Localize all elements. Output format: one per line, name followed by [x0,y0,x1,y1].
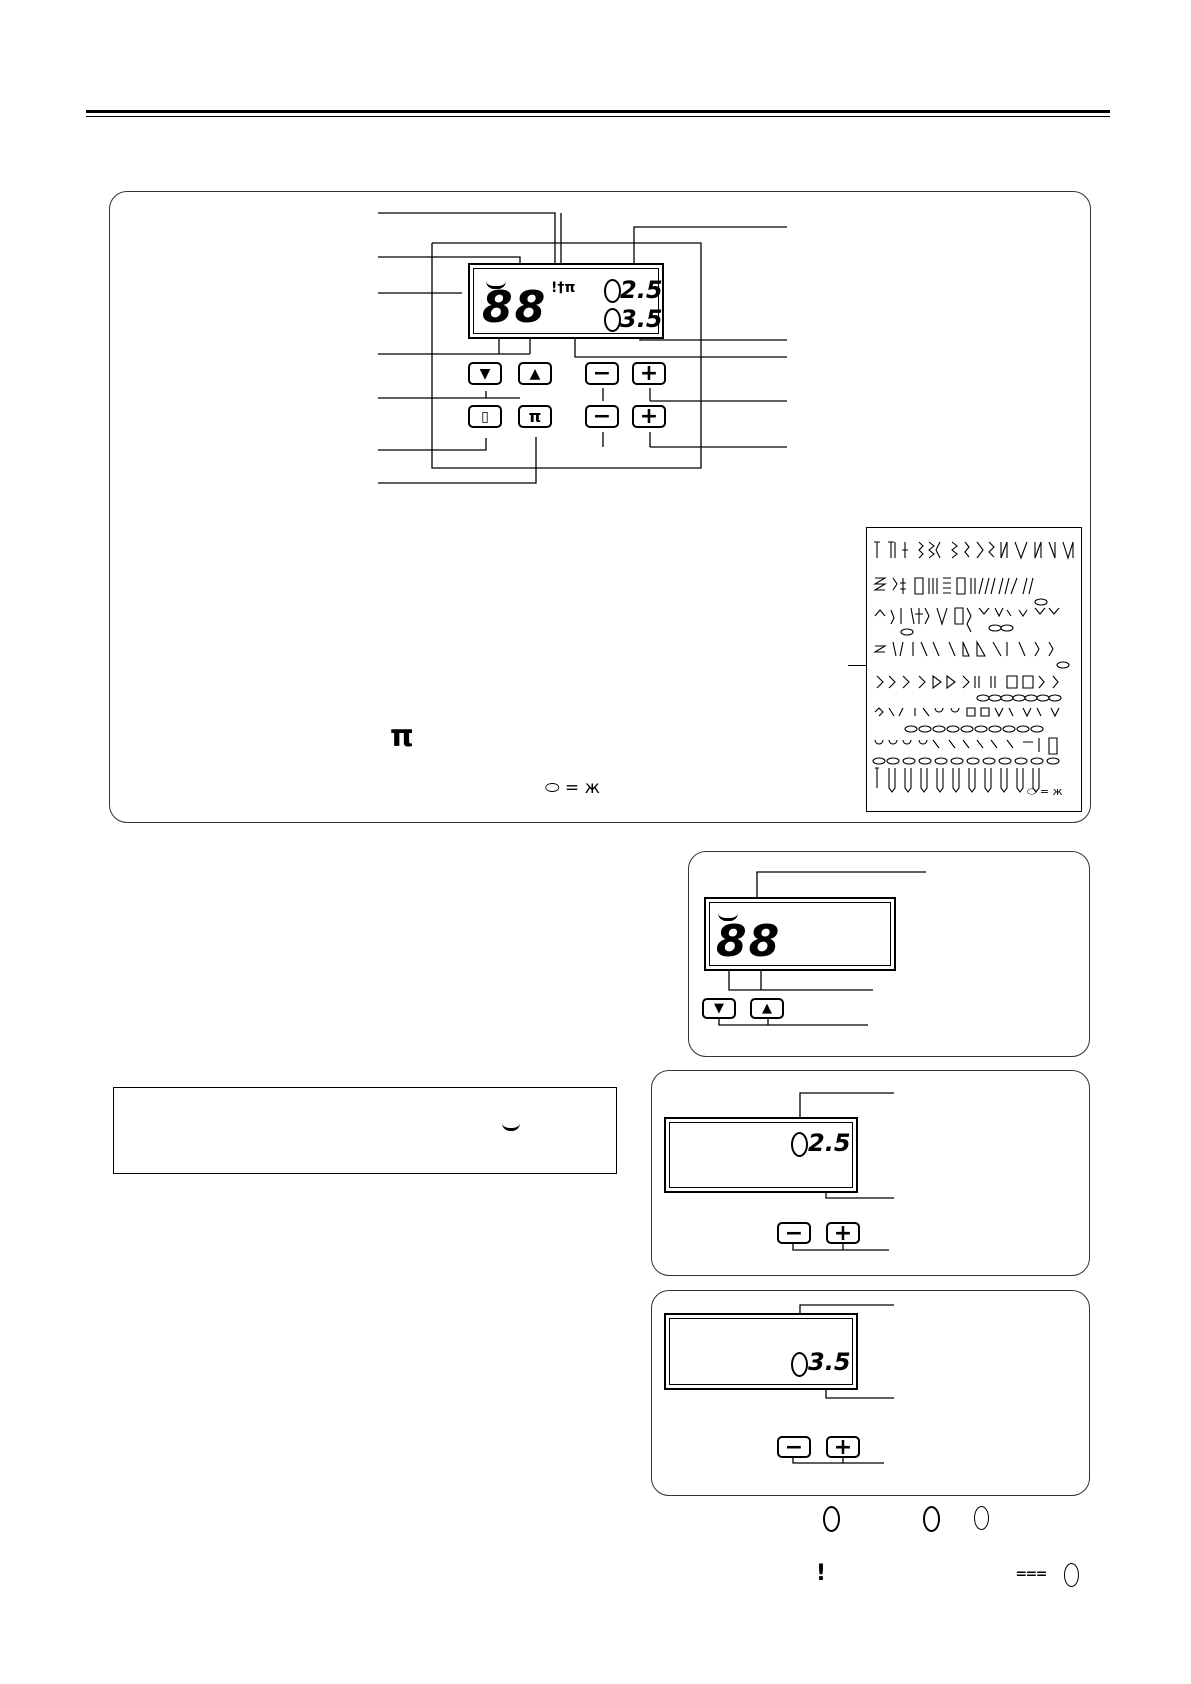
panel-c-width-value: 3.5 [808,1348,851,1376]
wave-mark-icon: ⩶ [1016,1562,1047,1583]
panel-b-length-value: 2.5 [808,1129,851,1157]
panel-a-lcd [704,897,896,971]
pattern-chart-legend: ⬭ = ж [1027,785,1063,798]
width-minus-button[interactable]: − [585,404,619,429]
pattern-up-button[interactable]: ▲ [518,362,552,385]
note-box [113,1087,617,1174]
twin-needle-button[interactable]: π [518,405,552,428]
panel-b-plus-button[interactable]: + [826,1221,860,1246]
memory-button[interactable]: ▯ [468,405,502,428]
stitch-width-value: 3.5 [620,305,663,333]
length-minus-button[interactable]: − [585,361,619,386]
main-lcd-display [468,263,664,339]
stitch-pattern-grid [872,541,1074,793]
needle-position-icons: !†π [551,280,576,296]
panel-b-lcd [664,1117,858,1193]
stitch-length-value: 2.5 [620,276,663,304]
twin-needle-marker: π [390,719,414,754]
panel-b-length-icon [791,1132,808,1157]
stitch-width-icon [604,308,621,332]
panel-c-plus-button[interactable]: + [826,1435,860,1460]
panel-b-minus-button[interactable]: − [777,1221,811,1246]
header-rule-thin [86,116,1110,117]
width-plus-button[interactable]: + [632,404,666,429]
panel-c-minus-button[interactable]: − [777,1435,811,1460]
stitch-length-icon [604,279,621,303]
panel-a-down-button[interactable]: ▼ [702,998,736,1019]
panel-a-up-button[interactable]: ▲ [750,998,784,1019]
panel-a-presser-foot-icon [718,910,738,921]
presser-foot-icon [486,278,506,289]
length-symbol-icon [823,1506,840,1532]
length-plus-button[interactable]: + [632,361,666,386]
pattern-chart-callout [848,665,866,667]
note-presser-foot-icon [502,1120,520,1131]
oval-symbol-2-icon [1064,1563,1079,1587]
panel-a-pattern-digits: 88 [716,916,782,967]
panel-c-lcd [664,1313,858,1390]
oval-symbol-icon [974,1506,989,1530]
panel-c-width-icon [791,1352,808,1377]
pattern-down-button[interactable]: ▼ [468,362,502,385]
header-rule-thick [86,110,1110,113]
width-symbol-icon [923,1506,940,1532]
pattern-number-digits: 88 [482,282,548,333]
oval-legend: ⬭ = ж [545,778,600,798]
needle-mark-icon: ! [816,1561,827,1586]
pattern-chart-card: ⬭ = ж [866,527,1082,812]
